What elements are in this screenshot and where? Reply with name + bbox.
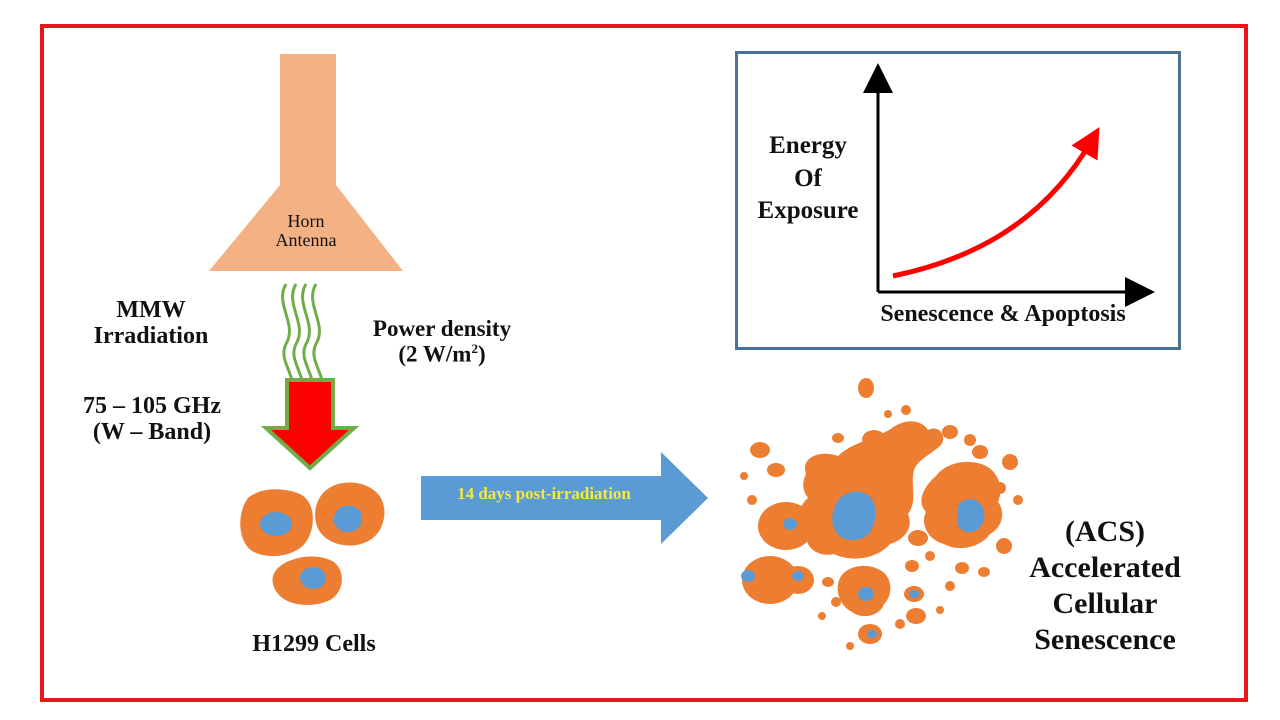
time-arrow [421, 452, 708, 544]
nucleus [956, 499, 985, 533]
power-density-label: Power density (2 W/m2) [372, 316, 512, 367]
nucleus [909, 590, 919, 598]
nucleus [858, 587, 874, 601]
nucleus [260, 512, 292, 536]
inset-x-label: Senescence & Apoptosis [880, 301, 1126, 327]
mmw-waves [281, 283, 324, 381]
irradiation-label: MMW Irradiation [93, 297, 209, 349]
nucleus [741, 570, 755, 582]
nucleus [867, 630, 877, 638]
nucleus [783, 518, 797, 530]
inset-chart-box [735, 51, 1181, 350]
inset-chart [863, 63, 1155, 307]
horn-antenna [209, 54, 403, 271]
frequency-label: 75 – 105 GHz (W – Band) [83, 393, 221, 445]
time-arrow-label: 14 days post-irradiation [457, 484, 631, 503]
round-cell [742, 556, 798, 604]
figure-frame [40, 24, 1248, 702]
outcome-label: (ACS) Accelerated Cellular Senescence [1029, 515, 1181, 656]
nucleus [333, 505, 363, 533]
h1299-cells [240, 482, 385, 605]
nucleus [832, 491, 876, 541]
irradiation-arrow [260, 378, 360, 471]
nucleus [792, 571, 804, 581]
trend-curve [892, 127, 1100, 279]
senescent-nuclei [741, 491, 985, 638]
inset-y-label: Energy Of Exposure [757, 132, 859, 224]
nucleus [300, 567, 326, 589]
antenna-label: Horn Antenna [275, 211, 337, 251]
cells-label: H1299 Cells [252, 631, 376, 657]
